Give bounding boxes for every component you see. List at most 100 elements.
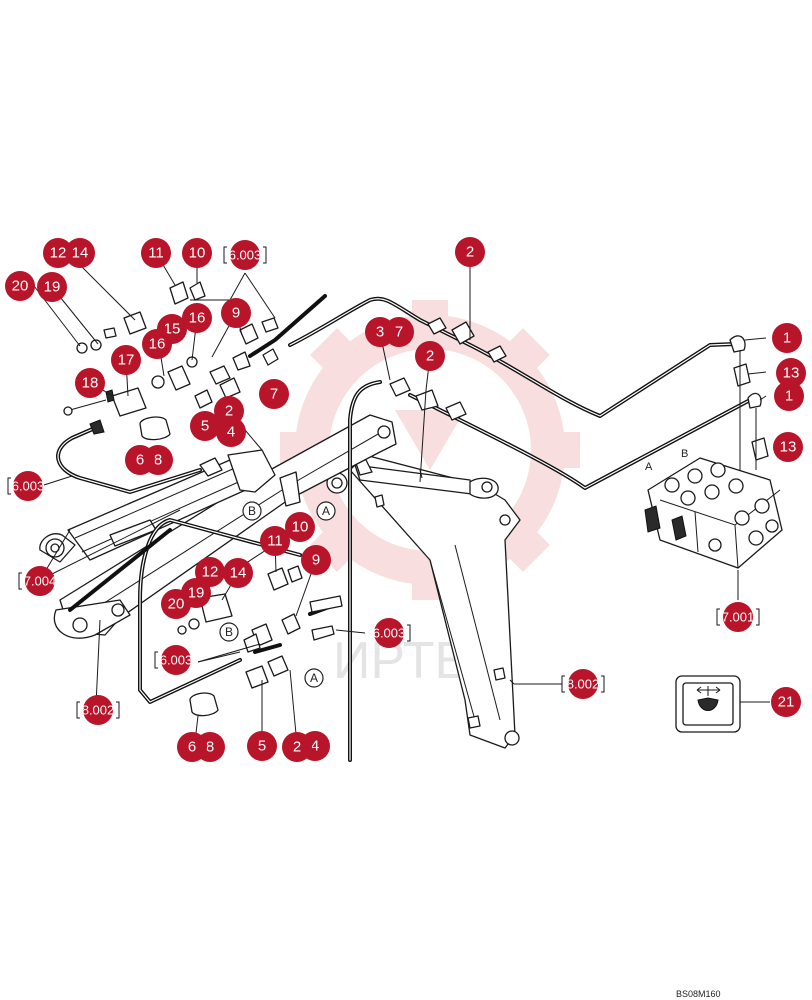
svg-text:16: 16 [189, 310, 206, 327]
callout-16-upper[interactable]: 16 [182, 303, 212, 333]
svg-text:14: 14 [72, 245, 89, 262]
reference-brackets [7, 246, 760, 719]
callout-6003-top[interactable]: 6.003 [229, 240, 262, 270]
svg-text:21: 21 [778, 694, 795, 711]
svg-text:2: 2 [426, 348, 434, 365]
svg-text:20: 20 [12, 278, 29, 295]
svg-text:B: B [225, 625, 233, 639]
svg-text:10: 10 [292, 519, 309, 536]
callout-9-top[interactable]: 9 [221, 298, 251, 328]
svg-text:13: 13 [780, 439, 797, 456]
callout-1-lower[interactable]: 1 [774, 381, 804, 411]
svg-text:4: 4 [311, 738, 319, 755]
svg-text:9: 9 [312, 552, 320, 569]
callout-14-lower[interactable]: 14 [223, 558, 253, 588]
callout-20-top[interactable]: 20 [5, 271, 35, 301]
svg-text:14: 14 [230, 565, 247, 582]
drawing-number: BS08M160 [676, 989, 721, 999]
svg-text:1: 1 [785, 388, 793, 405]
svg-text:8: 8 [206, 739, 214, 756]
callout-12-top[interactable]: 12 [43, 238, 73, 268]
svg-text:6.003: 6.003 [12, 479, 45, 494]
valve-port-a: A [645, 461, 653, 473]
svg-text:13: 13 [783, 365, 800, 382]
ref-a-upper: A [316, 501, 336, 521]
callout-10-top[interactable]: 10 [182, 238, 212, 268]
svg-text:16: 16 [149, 336, 166, 353]
valve-port-b: B [681, 448, 688, 460]
svg-text:1: 1 [783, 330, 791, 347]
callout-3[interactable]: 3 [365, 317, 395, 347]
callout-8002-left[interactable]: 8.002 [82, 695, 115, 725]
dipper-arm [53, 414, 397, 639]
callout-10-lower[interactable]: 10 [285, 512, 315, 542]
hydraulic-hoses [56, 294, 752, 762]
svg-text:6.003: 6.003 [160, 653, 193, 668]
svg-text:8.002: 8.002 [82, 703, 115, 718]
svg-text:B: B [248, 504, 256, 518]
callout-9-lower[interactable]: 9 [301, 545, 331, 575]
svg-text:11: 11 [148, 245, 164, 262]
callout-11-lower[interactable]: 11 [260, 526, 290, 556]
svg-text:9: 9 [232, 305, 240, 322]
callout-7004[interactable]: 7.004 [24, 566, 57, 596]
callout-8002-right[interactable]: 8.002 [567, 669, 600, 699]
callout-6003-lower-right[interactable]: 6.003 [373, 618, 406, 648]
callout-21[interactable]: 21 [771, 687, 801, 717]
svg-text:12: 12 [50, 245, 67, 262]
svg-text:5: 5 [201, 418, 209, 435]
callout-7001[interactable]: 7.001 [722, 602, 755, 632]
svg-text:A: A [310, 671, 318, 685]
callout-2-left[interactable]: 2 [214, 396, 244, 426]
svg-text:19: 19 [44, 279, 61, 296]
svg-text:6: 6 [188, 739, 196, 756]
svg-text:2: 2 [293, 739, 301, 756]
callout-6-lower[interactable]: 6 [177, 732, 207, 762]
svg-text:3: 3 [376, 324, 384, 341]
svg-text:8: 8 [154, 452, 162, 469]
callout-19-top[interactable]: 19 [37, 272, 67, 302]
callout-13-upper[interactable]: 13 [776, 358, 806, 388]
callout-2-lower[interactable]: 2 [282, 732, 312, 762]
ref-b-upper: B [242, 501, 262, 521]
callout-6003-lower-left[interactable]: 6.003 [160, 645, 193, 675]
svg-text:12: 12 [202, 564, 219, 581]
callout-7-mid[interactable]: 7 [259, 379, 289, 409]
callout-13-lower[interactable]: 13 [773, 432, 803, 462]
ref-a-lower: A [304, 668, 324, 688]
svg-text:15: 15 [164, 321, 181, 338]
callout-2-top[interactable]: 2 [455, 237, 485, 267]
callout-11-top[interactable]: 11 [141, 238, 171, 268]
svg-text:18: 18 [82, 375, 99, 392]
boom-arm [326, 454, 521, 749]
svg-text:17: 17 [118, 352, 135, 369]
operator-symbol-decal [675, 675, 741, 733]
svg-text:7: 7 [395, 324, 403, 341]
callout-6003-left[interactable]: 6.003 [12, 471, 45, 501]
svg-text:7: 7 [270, 386, 278, 403]
svg-text:11: 11 [267, 533, 283, 550]
callout-14-top[interactable]: 14 [65, 238, 95, 268]
svg-text:10: 10 [189, 245, 206, 262]
svg-text:20: 20 [168, 596, 185, 613]
callout-18[interactable]: 18 [75, 368, 105, 398]
svg-text:7.001: 7.001 [722, 610, 755, 625]
svg-text:19: 19 [188, 585, 205, 602]
callout-17[interactable]: 17 [111, 345, 141, 375]
bucket-curl-icon [696, 686, 721, 711]
callout-5-upper[interactable]: 5 [190, 411, 220, 441]
svg-text:2: 2 [466, 244, 474, 261]
control-valve: A B [644, 350, 783, 569]
callout-1-upper[interactable]: 1 [772, 323, 802, 353]
callout-16-lower[interactable]: 16 [142, 329, 172, 359]
bucket-cylinder [39, 449, 276, 563]
svg-text:6.003: 6.003 [229, 248, 262, 263]
svg-text:A: A [322, 504, 330, 518]
ref-b-lower: B [219, 622, 239, 642]
callout-20-lower[interactable]: 20 [161, 589, 191, 619]
svg-text:4: 4 [227, 424, 235, 441]
svg-text:8.002: 8.002 [567, 677, 600, 692]
callout-5-lower[interactable]: 5 [247, 731, 277, 761]
callout-6-upper[interactable]: 6 [125, 445, 155, 475]
callout-2-mid[interactable]: 2 [415, 341, 445, 371]
